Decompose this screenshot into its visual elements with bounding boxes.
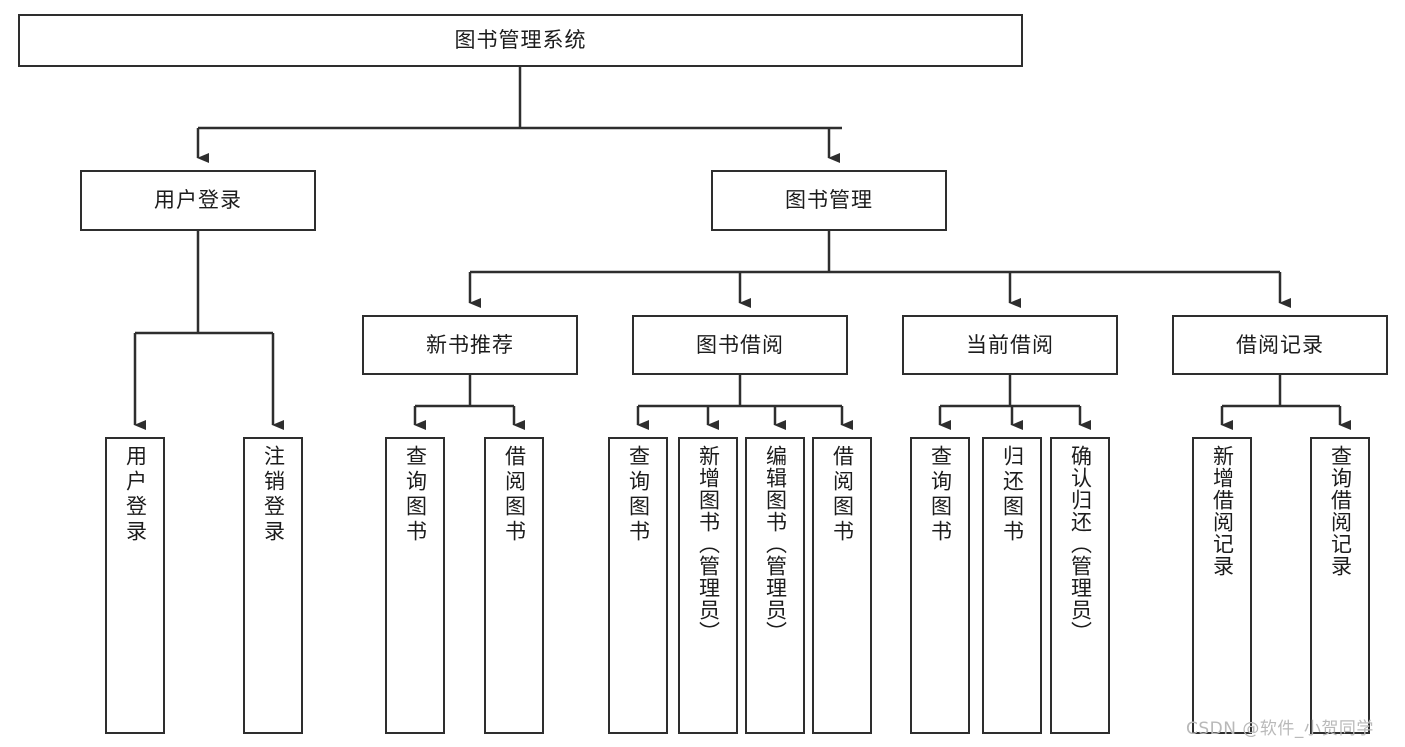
edges-borrowrecord-to-leaves: [1220, 375, 1351, 430]
node-leaf-borrow-book-label: 借阅图书: [830, 445, 855, 545]
node-leaf-query-borrow-record-label: 查询借阅记录: [1328, 445, 1353, 577]
node-book-manage[interactable]: 图书管理: [711, 170, 947, 231]
node-current-borrow[interactable]: 当前借阅: [902, 315, 1118, 375]
node-leaf-borrow-book-recommend[interactable]: 借阅图书: [484, 437, 544, 734]
node-user-login-label: 用户登录: [154, 188, 242, 213]
node-leaf-borrow-book-recommend-label: 借阅图书: [502, 445, 527, 545]
node-leaf-user-login[interactable]: 用户登录: [105, 437, 165, 734]
edges-bookborrow-to-leaves: [636, 375, 853, 430]
node-leaf-edit-book-admin[interactable]: 编辑图书（管理员）: [745, 437, 805, 734]
node-book-borrow-label: 图书借阅: [696, 332, 784, 357]
node-leaf-add-borrow-record-label: 新增借阅记录: [1210, 445, 1235, 577]
node-leaf-query-book-recommend[interactable]: 查询图书: [385, 437, 445, 734]
edges-root-to-level2: [196, 67, 842, 163]
csdn-watermark: CSDN @软件_小贺同学: [1186, 719, 1374, 739]
node-leaf-query-book-current[interactable]: 查询图书: [910, 437, 970, 734]
node-leaf-add-book-admin-label: 新增图书（管理员）: [696, 445, 721, 643]
node-leaf-query-book-borrow[interactable]: 查询图书: [608, 437, 668, 734]
edges-currentborrow-to-leaves: [938, 375, 1091, 430]
node-leaf-borrow-book[interactable]: 借阅图书: [812, 437, 872, 734]
node-leaf-confirm-return-admin-label: 确认归还（管理员）: [1068, 445, 1093, 643]
node-borrow-record[interactable]: 借阅记录: [1172, 315, 1388, 375]
node-leaf-return-book[interactable]: 归还图书: [982, 437, 1042, 734]
node-leaf-add-book-admin[interactable]: 新增图书（管理员）: [678, 437, 738, 734]
node-leaf-confirm-return-admin[interactable]: 确认归还（管理员）: [1050, 437, 1110, 734]
node-leaf-return-book-label: 归还图书: [1000, 445, 1025, 545]
node-root-label: 图书管理系统: [454, 28, 587, 53]
node-current-borrow-label: 当前借阅: [966, 332, 1054, 357]
node-leaf-logout[interactable]: 注销登录: [243, 437, 303, 734]
node-book-manage-label: 图书管理: [785, 188, 873, 213]
node-leaf-user-login-label: 用户登录: [123, 445, 148, 545]
node-root[interactable]: 图书管理系统: [18, 14, 1023, 67]
node-borrow-record-label: 借阅记录: [1236, 332, 1324, 357]
edges-newbook-to-leaves: [413, 375, 525, 430]
node-new-book-recommend[interactable]: 新书推荐: [362, 315, 578, 375]
node-leaf-query-borrow-record[interactable]: 查询借阅记录: [1310, 437, 1370, 734]
node-leaf-edit-book-admin-label: 编辑图书（管理员）: [763, 445, 788, 643]
node-new-book-recommend-label: 新书推荐: [426, 332, 514, 357]
node-leaf-query-book-current-label: 查询图书: [928, 445, 953, 545]
node-leaf-query-book-recommend-label: 查询图书: [403, 445, 428, 545]
node-user-login[interactable]: 用户登录: [80, 170, 316, 231]
node-leaf-query-book-borrow-label: 查询图书: [626, 445, 651, 545]
node-book-borrow[interactable]: 图书借阅: [632, 315, 848, 375]
edges-userlogin-to-leaves: [133, 231, 284, 430]
edges-bookmanage-to-level3: [468, 231, 1291, 308]
node-leaf-logout-label: 注销登录: [261, 445, 286, 545]
node-leaf-add-borrow-record[interactable]: 新增借阅记录: [1192, 437, 1252, 734]
